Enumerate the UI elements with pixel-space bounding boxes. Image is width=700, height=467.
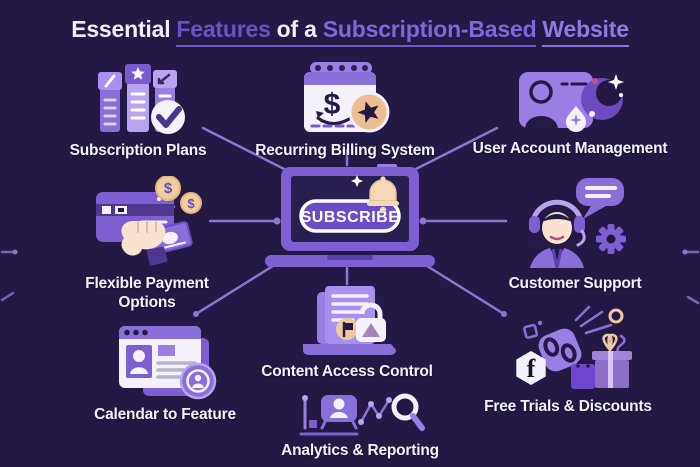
feature-label: Calendar to Feature	[94, 406, 236, 423]
billing-cycle-calendar-icon: $	[303, 62, 389, 133]
feature-analytics: Analytics & Reporting	[265, 392, 455, 460]
feature-content-access: Content Access Control	[252, 284, 442, 381]
title-word-ofa: of a	[276, 16, 317, 42]
svg-text:$: $	[323, 88, 340, 121]
title-word-features: Features	[176, 16, 271, 42]
sparkle-icon	[351, 175, 363, 187]
feature-label: Subscription Plans	[69, 142, 207, 159]
user-id-card-icon	[519, 72, 624, 132]
support-agent-headset-icon	[529, 178, 626, 269]
title-word-website: Website	[542, 16, 629, 47]
card-cash-coins-icon: $ $	[95, 176, 202, 266]
laptop-icon: SUBSCRIBE	[265, 164, 435, 267]
gift-discount-tag-icon: f	[516, 305, 632, 389]
feature-subscription-plans: Subscription Plans	[43, 60, 233, 160]
feature-customer-support: Customer Support	[480, 176, 670, 293]
title-word-essential: Essential	[71, 16, 171, 42]
svg-text:$: $	[163, 180, 172, 197]
subscribe-button: SUBSCRIBE	[299, 199, 401, 233]
center-laptop: SUBSCRIBE	[265, 163, 435, 268]
chart-magnifier-icon	[299, 393, 425, 436]
feature-user-account: User Account Management	[472, 64, 668, 158]
svg-text:$: $	[187, 196, 195, 211]
feature-free-trials: f Free Trials & Discounts	[468, 302, 668, 416]
feature-recurring-billing: $ Recurring Billing System	[255, 60, 435, 160]
feature-calendar: Calendar to Feature	[70, 320, 260, 424]
feature-label: User Account Management	[472, 140, 668, 157]
feature-label: Free Trials & Discounts	[484, 398, 652, 415]
feature-label: Content Access Control	[261, 363, 433, 380]
profile-browser-window-icon	[118, 326, 216, 400]
feature-label: Recurring Billing System	[255, 142, 435, 159]
feature-label: Analytics & Reporting	[281, 442, 439, 459]
notification-bell-icon	[367, 176, 399, 214]
svg-text:f: f	[527, 354, 536, 383]
feature-label: Customer Support	[508, 275, 642, 292]
subscribe-button-label: SUBSCRIBE	[301, 209, 400, 226]
pricing-plans-icon	[97, 64, 185, 134]
document-lock-icon	[302, 286, 396, 355]
title-word-subscription-based: Subscription-Based	[322, 16, 537, 42]
